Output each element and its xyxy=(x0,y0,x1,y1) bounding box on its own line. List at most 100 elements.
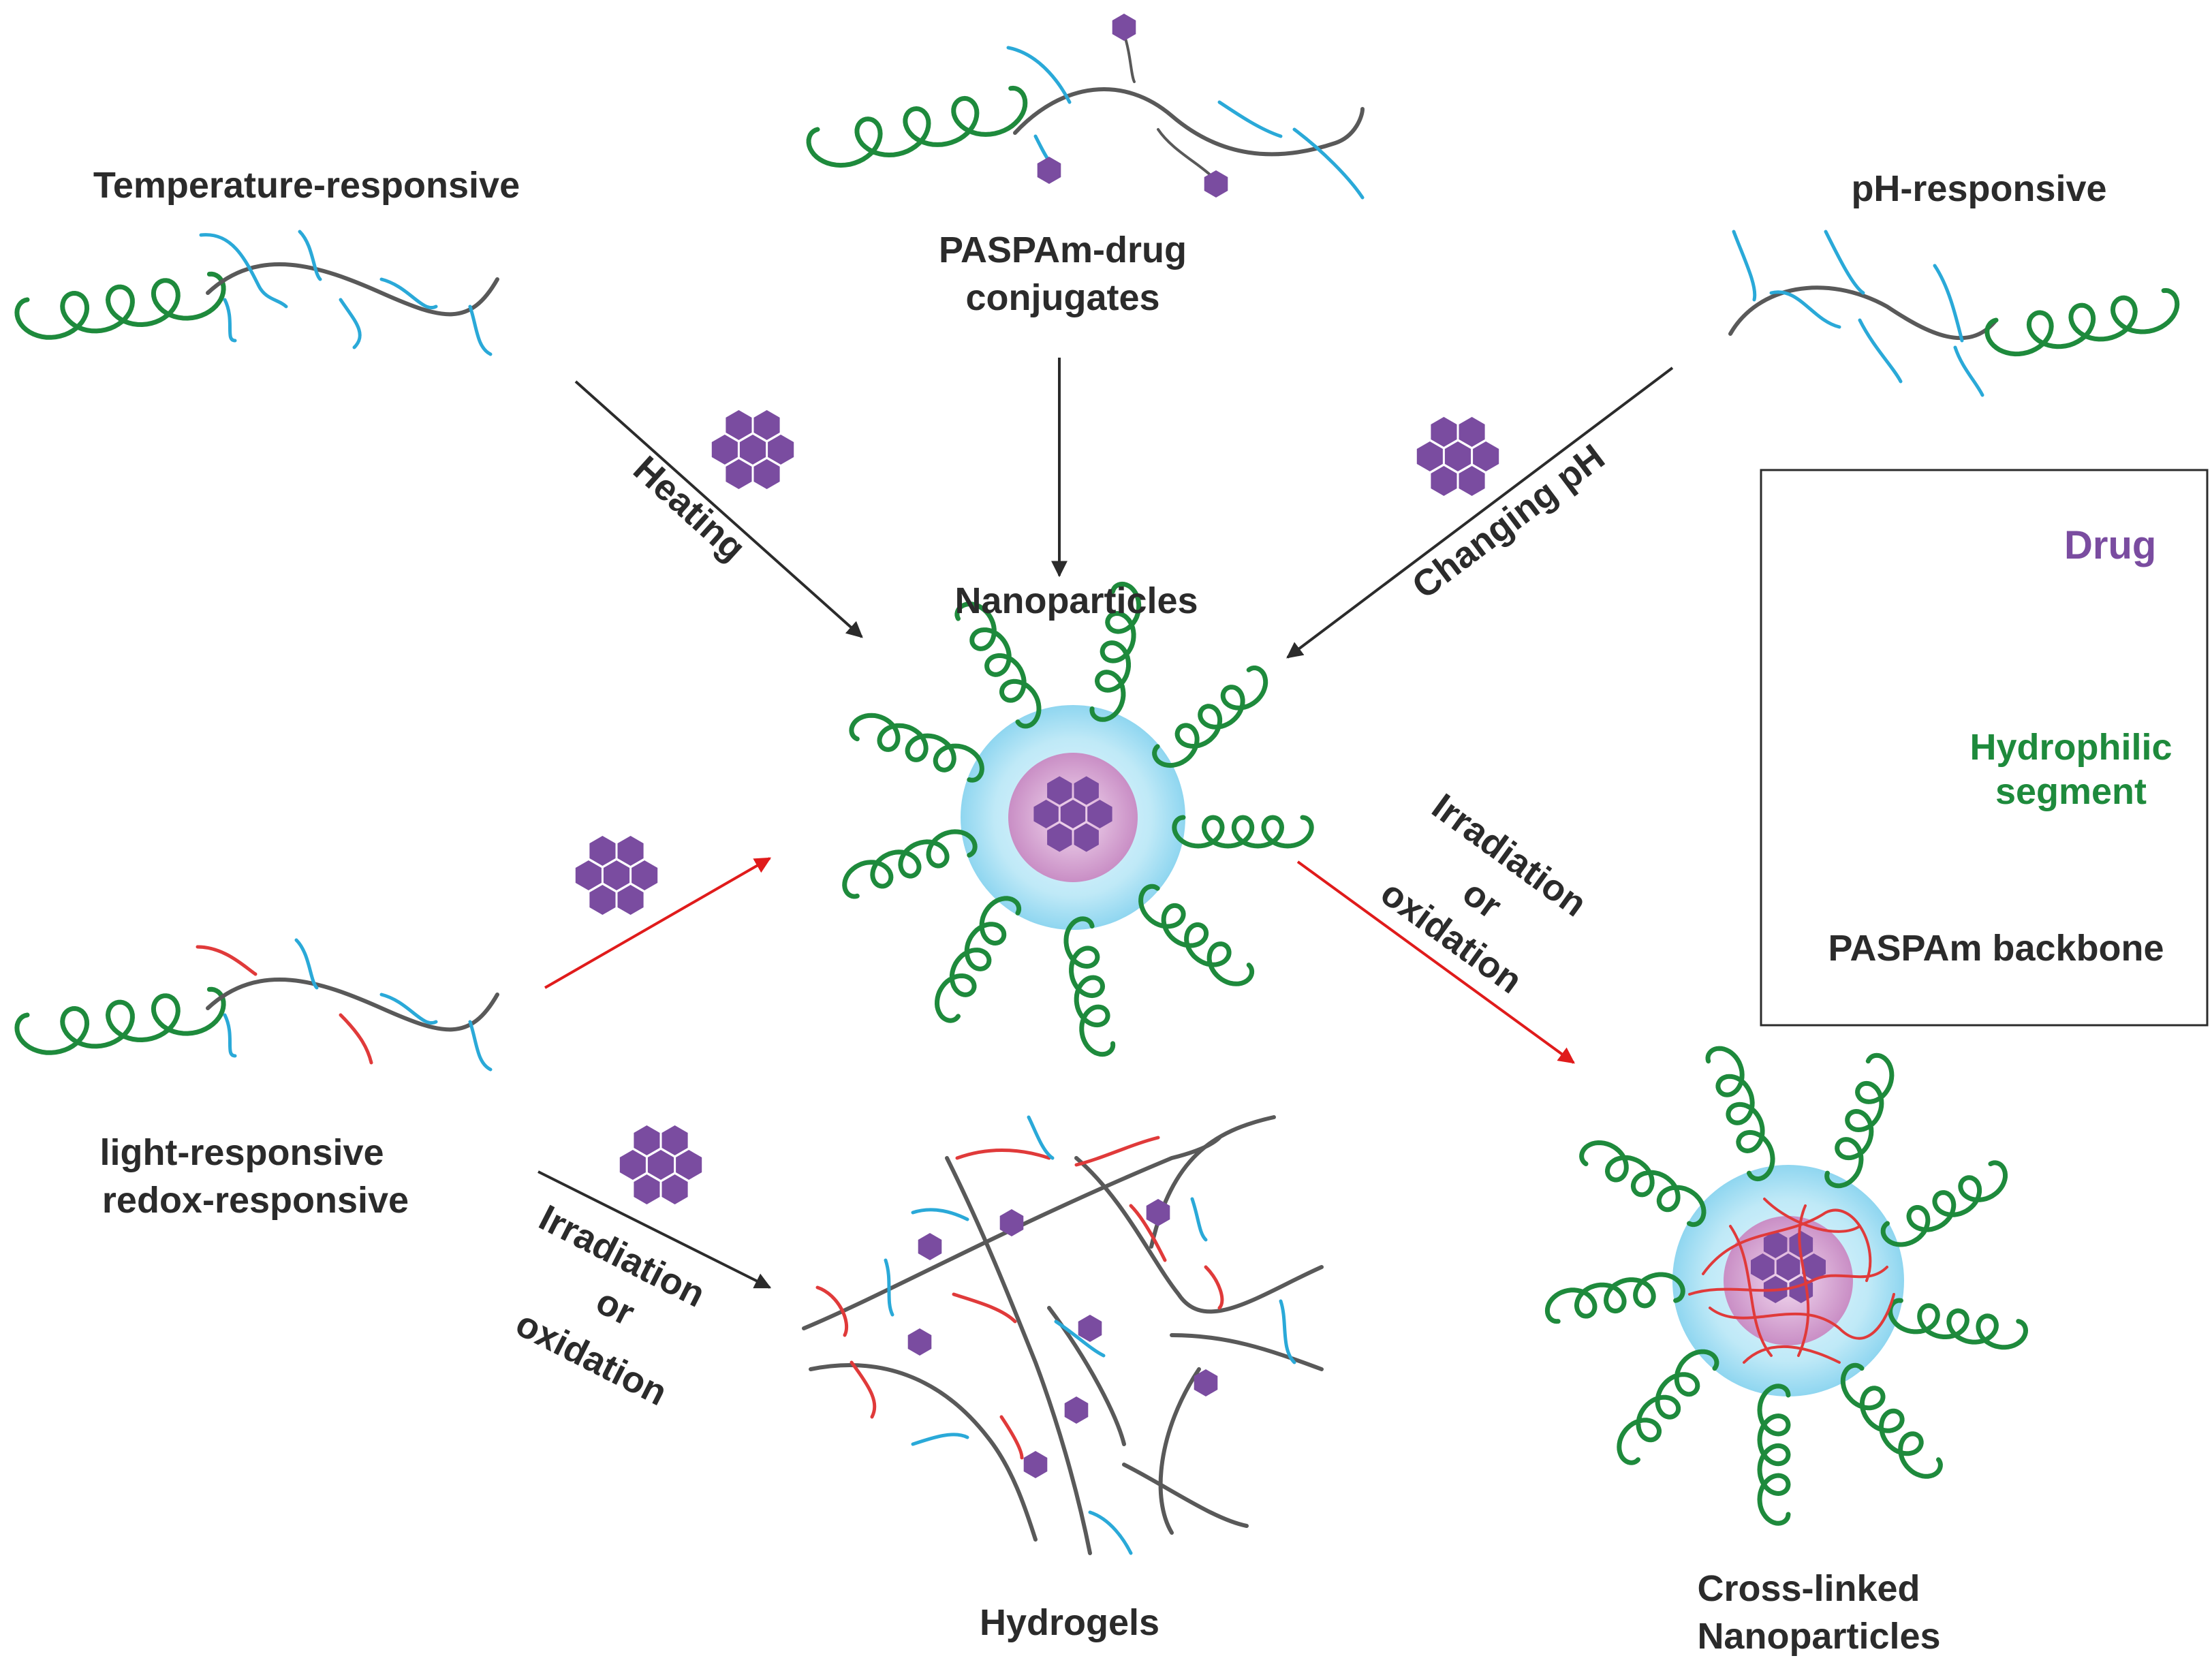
backbone xyxy=(1122,1463,1249,1528)
oxidation-label-left: oxidation xyxy=(510,1303,674,1414)
hydrophilic-coil xyxy=(806,85,1028,168)
drug-hexagon xyxy=(589,836,616,866)
legend-drug-label: Drug xyxy=(2064,523,2156,567)
side-chain xyxy=(298,230,322,281)
drug-cluster xyxy=(1416,417,1499,496)
drug-hexagon xyxy=(918,1233,942,1260)
drug-hexagon xyxy=(1204,170,1228,198)
drug-hexagon xyxy=(907,1328,932,1356)
conjugates-label-1: PASPAm-drug xyxy=(939,230,1187,270)
crosslink-arrow xyxy=(1296,860,1575,1064)
drug-hexagon xyxy=(1033,800,1059,828)
crosslinker xyxy=(1688,1266,1888,1296)
legend: Drug Hydrophilic segment PASPAm backbone xyxy=(1760,469,2209,1027)
drug-hexagon xyxy=(1763,1231,1788,1258)
drug-hexagon xyxy=(676,1150,702,1180)
drug-cluster xyxy=(711,410,794,489)
ph-responsive-label: pH-responsive xyxy=(1851,168,2106,209)
drug-cluster xyxy=(619,1125,702,1204)
drug-hexagon xyxy=(1751,1253,1775,1281)
light-responsive-label: light-responsive xyxy=(99,1132,384,1173)
drug-hexagon xyxy=(647,1150,674,1180)
hydrophilic-coil xyxy=(14,271,226,340)
crosslinked-label-2: Nanoparticles xyxy=(1697,1616,1940,1657)
hydrophilic-coil xyxy=(849,713,984,783)
side-chain xyxy=(1732,230,1757,302)
drug-hexagon xyxy=(739,435,766,465)
drug-hexagon xyxy=(1146,1199,1170,1226)
side-chain xyxy=(1769,290,1841,329)
legend-backbone-label: PASPAm backbone xyxy=(1828,928,2164,969)
drug-hexagon xyxy=(726,459,752,489)
side-chain xyxy=(223,298,237,343)
drug-hexagon xyxy=(634,1174,660,1204)
drug-hexagon xyxy=(661,1174,688,1204)
hydrophilic-coil xyxy=(934,896,1022,1023)
side-chain xyxy=(468,1020,493,1072)
backbone xyxy=(1149,1115,1276,1249)
drug-hexagon xyxy=(1459,417,1485,447)
hydrophilic-coil xyxy=(1617,1349,1719,1465)
crosslinker xyxy=(1763,1198,1861,1233)
side-chain xyxy=(911,1208,969,1221)
hydrophilic-coil xyxy=(1705,1046,1775,1182)
drug-hexagon xyxy=(726,410,752,440)
backbone xyxy=(1158,1367,1201,1535)
legend-hydrophilic-label-2: segment xyxy=(1995,771,2147,812)
drug-hexagon xyxy=(1023,1451,1048,1478)
crosslinker xyxy=(1204,1265,1224,1310)
crosslinker xyxy=(1702,1208,1872,1282)
backbone xyxy=(1013,87,1365,157)
heating-arrow xyxy=(574,380,863,638)
nanoparticles-label: Nanoparticles xyxy=(954,580,1198,621)
backbone xyxy=(945,1156,1092,1555)
backbone xyxy=(802,1136,1221,1330)
light-redox-arrow xyxy=(544,857,772,989)
temperature-responsive-chain xyxy=(14,230,499,356)
drug-hexagon xyxy=(1087,800,1112,828)
drug-hexagon xyxy=(1473,441,1499,471)
side-chain xyxy=(468,304,493,356)
drug-hexagon xyxy=(1444,441,1471,471)
conjugate-chain xyxy=(806,14,1365,200)
crosslink-tangle xyxy=(1688,1198,1895,1364)
hydrophilic-coil xyxy=(1888,1298,2029,1350)
crosslinker xyxy=(999,1415,1024,1460)
crosslinker xyxy=(1743,1345,1841,1364)
crosslinker xyxy=(196,945,258,976)
hydrophilic-coil xyxy=(1984,287,2180,357)
drug-hexagon xyxy=(1037,157,1061,184)
hydrophilic-coil xyxy=(1138,884,1255,986)
drug-hexagon xyxy=(1431,417,1457,447)
or-label-right: or xyxy=(1455,872,1509,926)
drug-hexagon xyxy=(1431,466,1457,496)
drug-hexagon xyxy=(711,435,738,465)
backbone xyxy=(1170,1333,1324,1371)
nanoparticle-details xyxy=(842,581,2029,1526)
legend-hydrophilic-label-1: Hydrophilic xyxy=(1969,727,2172,768)
drug-hexagon xyxy=(1776,1253,1801,1281)
backbone xyxy=(1074,1156,1324,1314)
drug-linker xyxy=(1123,33,1136,83)
hydrophilic-coil xyxy=(1544,1272,1685,1324)
drug-hexagon xyxy=(1074,823,1099,852)
temperature-responsive-label: Temperature-responsive xyxy=(93,165,520,206)
hydrophilic-coil xyxy=(1579,1140,1707,1228)
drug-cluster xyxy=(1033,776,1112,852)
side-chain xyxy=(1858,318,1903,384)
side-chain xyxy=(294,938,319,990)
hydrophilic-coil xyxy=(1824,1052,1895,1189)
hydrophilic-coil xyxy=(14,986,226,1055)
polymer-chains xyxy=(14,14,2184,1555)
side-chain xyxy=(1006,46,1072,104)
crosslinker xyxy=(1709,1293,1895,1340)
side-chain xyxy=(379,277,438,310)
drug-hexagon xyxy=(768,435,794,465)
drug-hexagon xyxy=(1112,14,1136,41)
drug-hexagon xyxy=(1074,776,1099,805)
drug-hexagon xyxy=(753,459,780,489)
crosslinker xyxy=(955,1148,1051,1160)
crosslinker xyxy=(1729,1225,1773,1357)
side-chain xyxy=(1027,1115,1055,1160)
